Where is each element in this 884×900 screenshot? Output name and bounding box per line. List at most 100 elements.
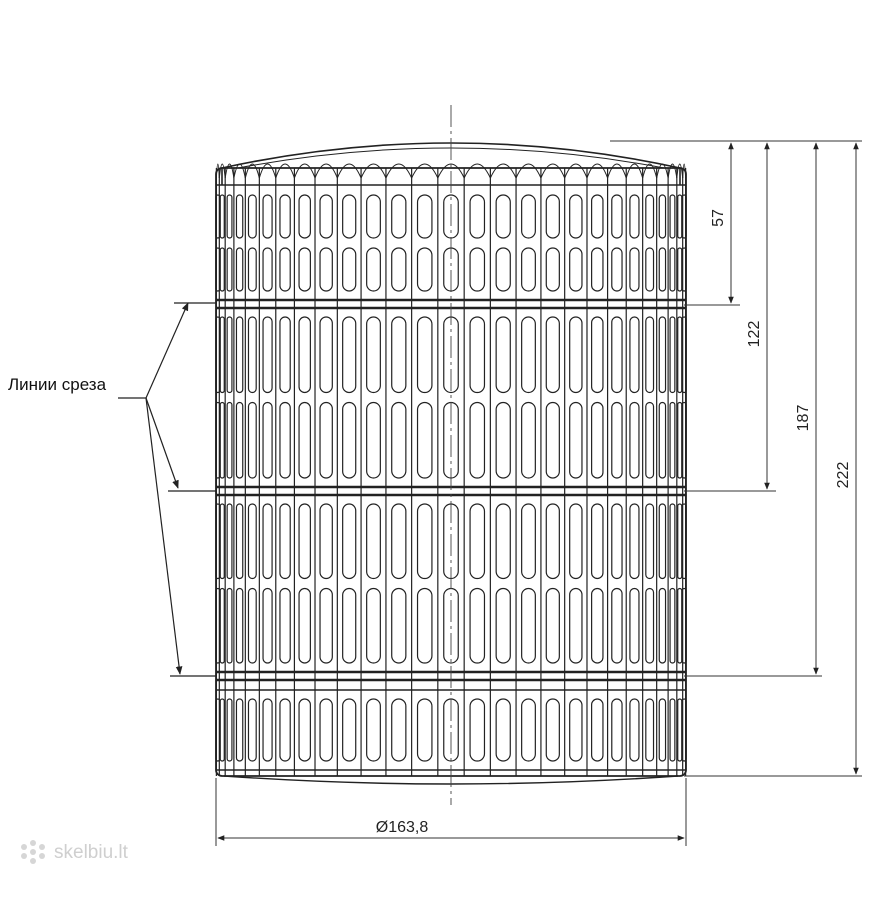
slot-opening [298, 503, 311, 580]
slot-opening [342, 247, 357, 292]
cap-arch [586, 163, 609, 179]
slot-opening [215, 247, 221, 292]
slot-opening [629, 316, 640, 394]
cap-arch [676, 163, 684, 179]
slot-opening [521, 316, 536, 394]
slot-opening [235, 587, 244, 664]
slot-opening [658, 247, 667, 292]
slot-opening [235, 247, 244, 292]
slot-opening [342, 503, 357, 580]
slot-opening [366, 503, 381, 580]
slot-opening [658, 401, 667, 479]
slot-opening [342, 587, 357, 664]
slot-opening [319, 401, 333, 479]
slot-opening [342, 401, 357, 479]
slot-opening [669, 316, 676, 394]
slot-opening [391, 401, 407, 479]
slot-opening [298, 247, 311, 292]
dimension-222: 222 [835, 462, 852, 489]
cap-arch [515, 163, 542, 179]
slot-opening [366, 698, 381, 762]
slot-opening [416, 503, 433, 580]
slot-opening [416, 194, 433, 239]
slot-opening [319, 194, 333, 239]
slot-opening [391, 698, 407, 762]
slot-opening [262, 247, 273, 292]
slot-opening [629, 503, 640, 580]
slot-opening [319, 587, 333, 664]
slot-opening [247, 194, 257, 239]
cap-arch [258, 163, 277, 179]
slot-opening [319, 316, 333, 394]
slot-opening [569, 503, 583, 580]
slot-opening [521, 247, 536, 292]
slot-opening [342, 316, 357, 394]
slot-opening [569, 194, 583, 239]
slot-opening [298, 316, 311, 394]
slot-opening [495, 194, 511, 239]
slot-opening [469, 194, 486, 239]
slot-opening [319, 503, 333, 580]
slot-opening [629, 698, 640, 762]
slot-opening [611, 316, 623, 394]
slot-opening [591, 698, 604, 762]
slot-opening [469, 698, 486, 762]
cap-arch [385, 163, 413, 179]
slot-opening [298, 698, 311, 762]
slot-opening [247, 401, 257, 479]
slot-opening [545, 587, 560, 664]
slot-opening [298, 194, 311, 239]
slot-opening [342, 698, 357, 762]
slot-opening [669, 587, 676, 664]
slot-opening [279, 401, 291, 479]
slot-opening [681, 503, 687, 580]
slot-opening [681, 698, 687, 762]
cap-arch [656, 163, 669, 179]
slot-opening [669, 503, 676, 580]
slot-opening [658, 194, 667, 239]
cap-arch [489, 163, 517, 179]
slot-opening [469, 401, 486, 479]
slot-opening [521, 698, 536, 762]
slot-opening [219, 503, 225, 580]
slot-opening [215, 503, 221, 580]
cap-arch [463, 163, 491, 179]
slot-opening [521, 401, 536, 479]
slot-opening [591, 587, 604, 664]
slot-opening [226, 401, 233, 479]
slot-opening [262, 587, 273, 664]
dimension-57: 57 [710, 209, 727, 227]
slot-opening [247, 316, 257, 394]
slot-opening [645, 316, 655, 394]
cap-arch [224, 163, 235, 179]
slot-opening [279, 194, 291, 239]
slot-opening [495, 587, 511, 664]
slot-opening [319, 698, 333, 762]
slot-opening [669, 698, 676, 762]
cap-arch [642, 163, 658, 179]
slot-opening [279, 316, 291, 394]
slot-opening [495, 698, 511, 762]
slot-opening [262, 698, 273, 762]
slot-opening [521, 587, 536, 664]
slot-opening [279, 698, 291, 762]
slot-opening [681, 247, 687, 292]
slot-opening [677, 247, 683, 292]
slot-opening [235, 503, 244, 580]
cap-arch [215, 163, 220, 179]
slot-opening [319, 247, 333, 292]
slot-opening [416, 587, 433, 664]
slot-opening [235, 401, 244, 479]
cut-lines-label: Линии среза [8, 375, 107, 394]
slot-opening [391, 503, 407, 580]
slot-opening [235, 698, 244, 762]
slot-opening [677, 503, 683, 580]
slot-opening [569, 316, 583, 394]
slot-opening [279, 503, 291, 580]
slot-opening [495, 401, 511, 479]
cut-lines-callout [118, 302, 216, 677]
slot-opening [298, 401, 311, 479]
slot-opening [366, 587, 381, 664]
slot-opening [247, 587, 257, 664]
